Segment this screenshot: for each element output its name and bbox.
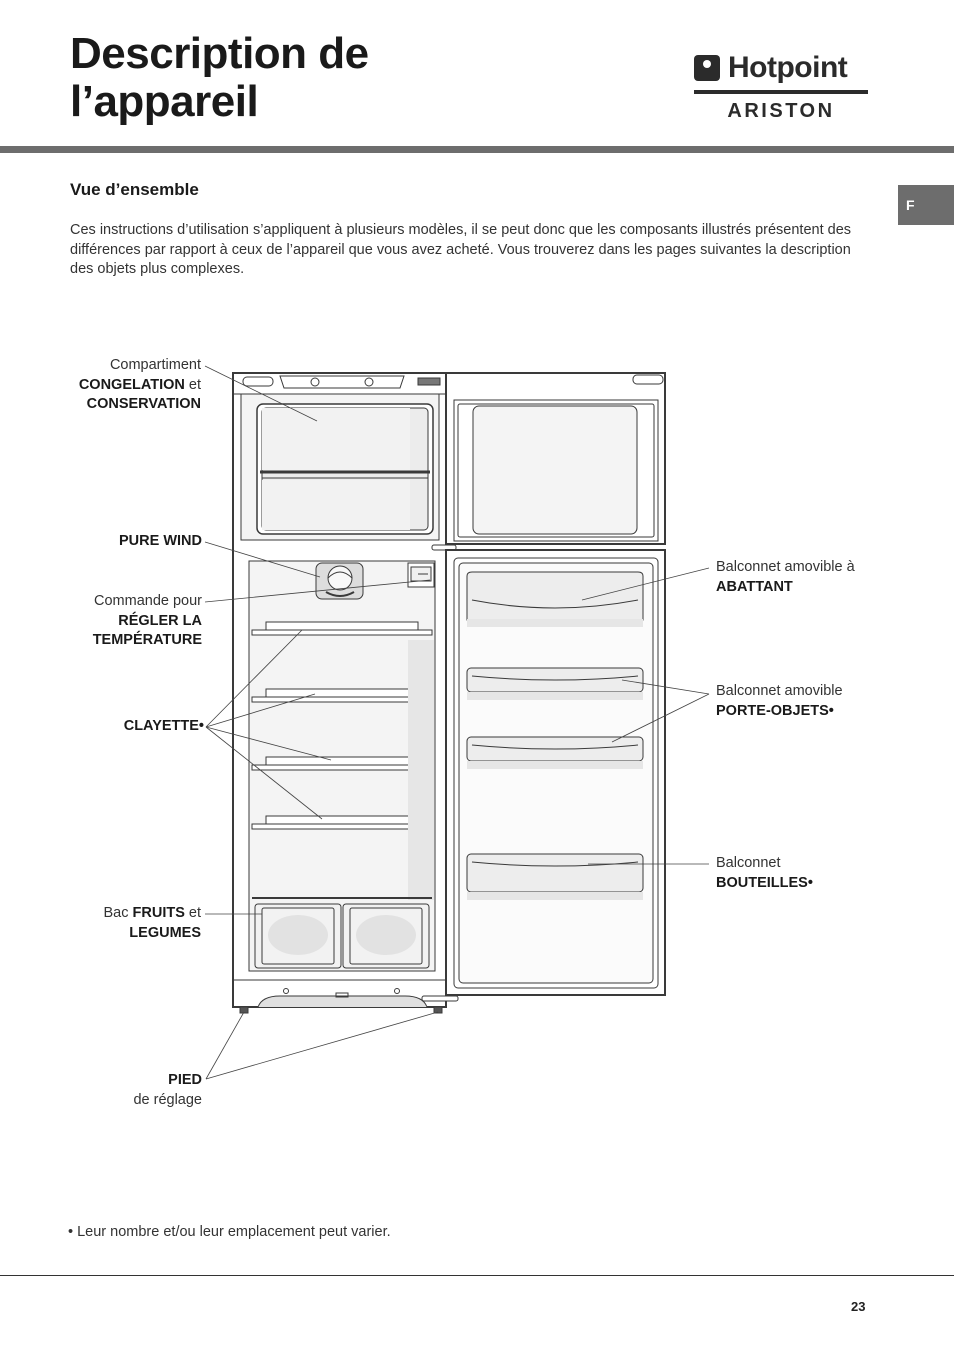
label-freezer-line2a: CONGELATION: [78, 376, 185, 393]
label-pure-wind: PURE WIND: [119, 532, 202, 552]
label-bottle-shelf-line1: Balconnet: [716, 855, 781, 871]
label-pure-wind-line1: PURE WIND: [119, 533, 202, 549]
freezer-compartment: [256, 403, 434, 535]
label-crisper-line1a: Bac: [103, 905, 133, 921]
label-door-shelf-line1: Balconnet amovible: [716, 683, 843, 699]
title-line-2: l’appareil: [70, 77, 259, 126]
language-tab: F: [898, 185, 954, 225]
label-foot: PIED de réglage: [133, 1071, 202, 1110]
pure-wind-fan: [315, 562, 364, 600]
label-freezer-compartment: Compartiment CONGELATION et CONSERVATION: [79, 356, 201, 415]
logo-mark-icon: [694, 55, 720, 81]
fridge-shelves: [251, 621, 434, 900]
label-foot-line2: de réglage: [133, 1091, 202, 1108]
top-control-strip: [233, 375, 446, 395]
thermostat-box: [407, 562, 435, 588]
label-door-shelf: Balconnet amovible PORTE-OBJETS•: [716, 682, 843, 721]
label-bottle-shelf: Balconnet BOUTEILLES•: [716, 854, 813, 893]
label-crisper: Bac FRUITS et LEGUMES: [104, 904, 202, 943]
label-bottle-shelf-line2: BOUTEILLES•: [716, 874, 813, 891]
door-balconies: [466, 571, 644, 900]
title-line-1: Description de: [70, 29, 369, 78]
label-shelf: CLAYETTE•: [124, 717, 204, 737]
label-thermostat-line1: Commande pour: [94, 593, 202, 609]
freezer-door: [445, 372, 666, 545]
label-thermostat-line2: RÉGLER LA: [118, 612, 202, 629]
logo-sub: ARISTON: [727, 100, 835, 122]
label-crisper-line1c: et: [184, 905, 201, 921]
label-crisper-line1b: FRUITS: [132, 905, 185, 921]
logo-brand: Hotpoint: [728, 51, 848, 84]
section-title: Vue d’ensemble: [70, 180, 199, 199]
label-freezer-line2b: et: [184, 376, 201, 393]
page-number: 23: [851, 1299, 866, 1314]
label-shelf-line1: CLAYETTE•: [123, 718, 204, 734]
label-crisper-line2: LEGUMES: [129, 924, 201, 941]
brand-logo: Hotpoint ARISTON: [694, 52, 868, 124]
footnote: • Leur nombre et/ou leur emplacement peu…: [68, 1224, 391, 1240]
logo-rule: [694, 90, 868, 94]
header-divider: [0, 146, 954, 153]
label-freezer-line3: CONSERVATION: [86, 396, 201, 412]
label-thermostat: Commande pour RÉGLER LA TEMPÉRATURE: [93, 592, 202, 651]
label-freezer-line1: Compartiment: [109, 357, 201, 373]
adjustable-feet: [239, 1006, 443, 1014]
label-door-flap: Balconnet amovible à ABATTANT: [716, 558, 855, 597]
label-thermostat-line3: TEMPÉRATURE: [92, 632, 202, 648]
crisper-drawers: [254, 903, 430, 969]
label-door-flap-line2: ABATTANT: [716, 578, 793, 595]
label-door-shelf-line2: PORTE-OBJETS•: [716, 702, 834, 719]
label-door-flap-line1: Balconnet amovible à: [716, 559, 855, 575]
footer-divider: [0, 1275, 954, 1276]
intro-paragraph: Ces instructions d’utilisation s’appliqu…: [70, 222, 852, 277]
leader-lines: [204, 365, 710, 1080]
label-foot-line1: PIED: [168, 1072, 202, 1088]
